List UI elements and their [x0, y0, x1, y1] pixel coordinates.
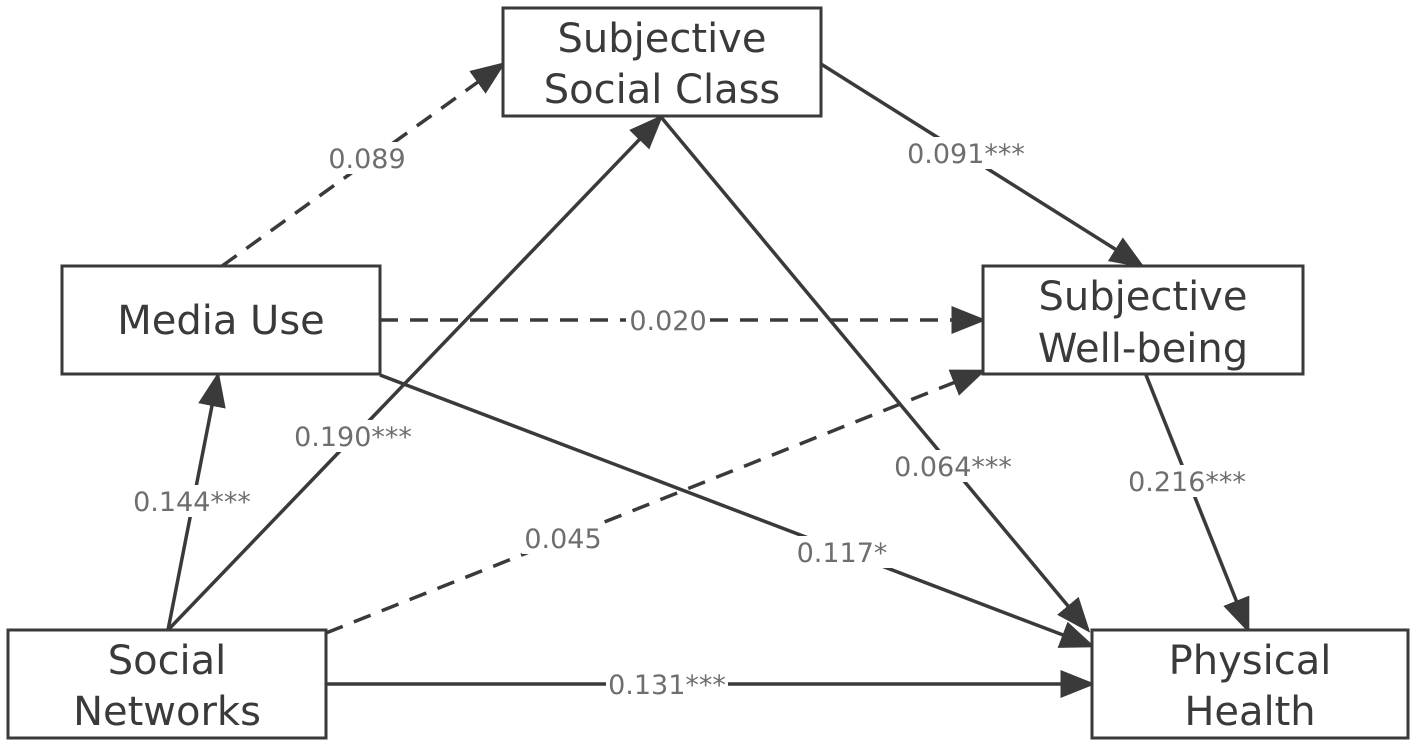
edge-sn-to-swb [325, 369, 987, 635]
label-media-to-ph: 0.117* [797, 538, 888, 569]
node-subjective-social-class-line2: Social Class [544, 67, 781, 113]
node-subjective-well-being-line2: Well-being [1038, 326, 1248, 372]
node-social-networks: Social Networks [6, 628, 328, 740]
node-subjective-social-class-line1: Subjective [558, 16, 767, 62]
label-sn-to-ssc: 0.190*** [294, 422, 412, 453]
node-subjective-well-being: Subjective Well-being [981, 264, 1305, 376]
edge-ssc-to-ph [659, 115, 1091, 633]
node-media-use: Media Use [60, 264, 382, 376]
node-physical-health: Physical Health [1090, 628, 1410, 740]
label-swb-to-ph: 0.216*** [1128, 467, 1246, 498]
node-media-use-label: Media Use [117, 298, 325, 344]
label-ssc-to-ph: 0.064*** [894, 452, 1012, 483]
edge-sn-to-ssc [166, 114, 664, 632]
node-social-networks-line2: Networks [73, 689, 261, 735]
node-subjective-social-class: Subjective Social Class [501, 6, 823, 118]
node-physical-health-line1: Physical [1169, 638, 1332, 684]
label-sn-to-ph: 0.131*** [608, 670, 726, 701]
label-sn-to-media: 0.144*** [133, 487, 251, 518]
label-media-to-ssc: 0.089 [328, 144, 405, 175]
label-ssc-to-swb: 0.091*** [907, 139, 1025, 170]
edge-media-to-ph [379, 373, 1096, 648]
label-media-to-swb: 0.020 [629, 306, 706, 337]
label-sn-to-swb: 0.045 [524, 524, 601, 555]
edge-swb-to-ph [1144, 374, 1250, 634]
node-social-networks-line1: Social [108, 638, 227, 684]
node-subjective-well-being-line1: Subjective [1039, 274, 1248, 320]
node-physical-health-line2: Health [1184, 689, 1315, 735]
edge-labels: 0.089 0.091*** 0.020 0.190*** 0.064*** 0… [131, 137, 1248, 701]
